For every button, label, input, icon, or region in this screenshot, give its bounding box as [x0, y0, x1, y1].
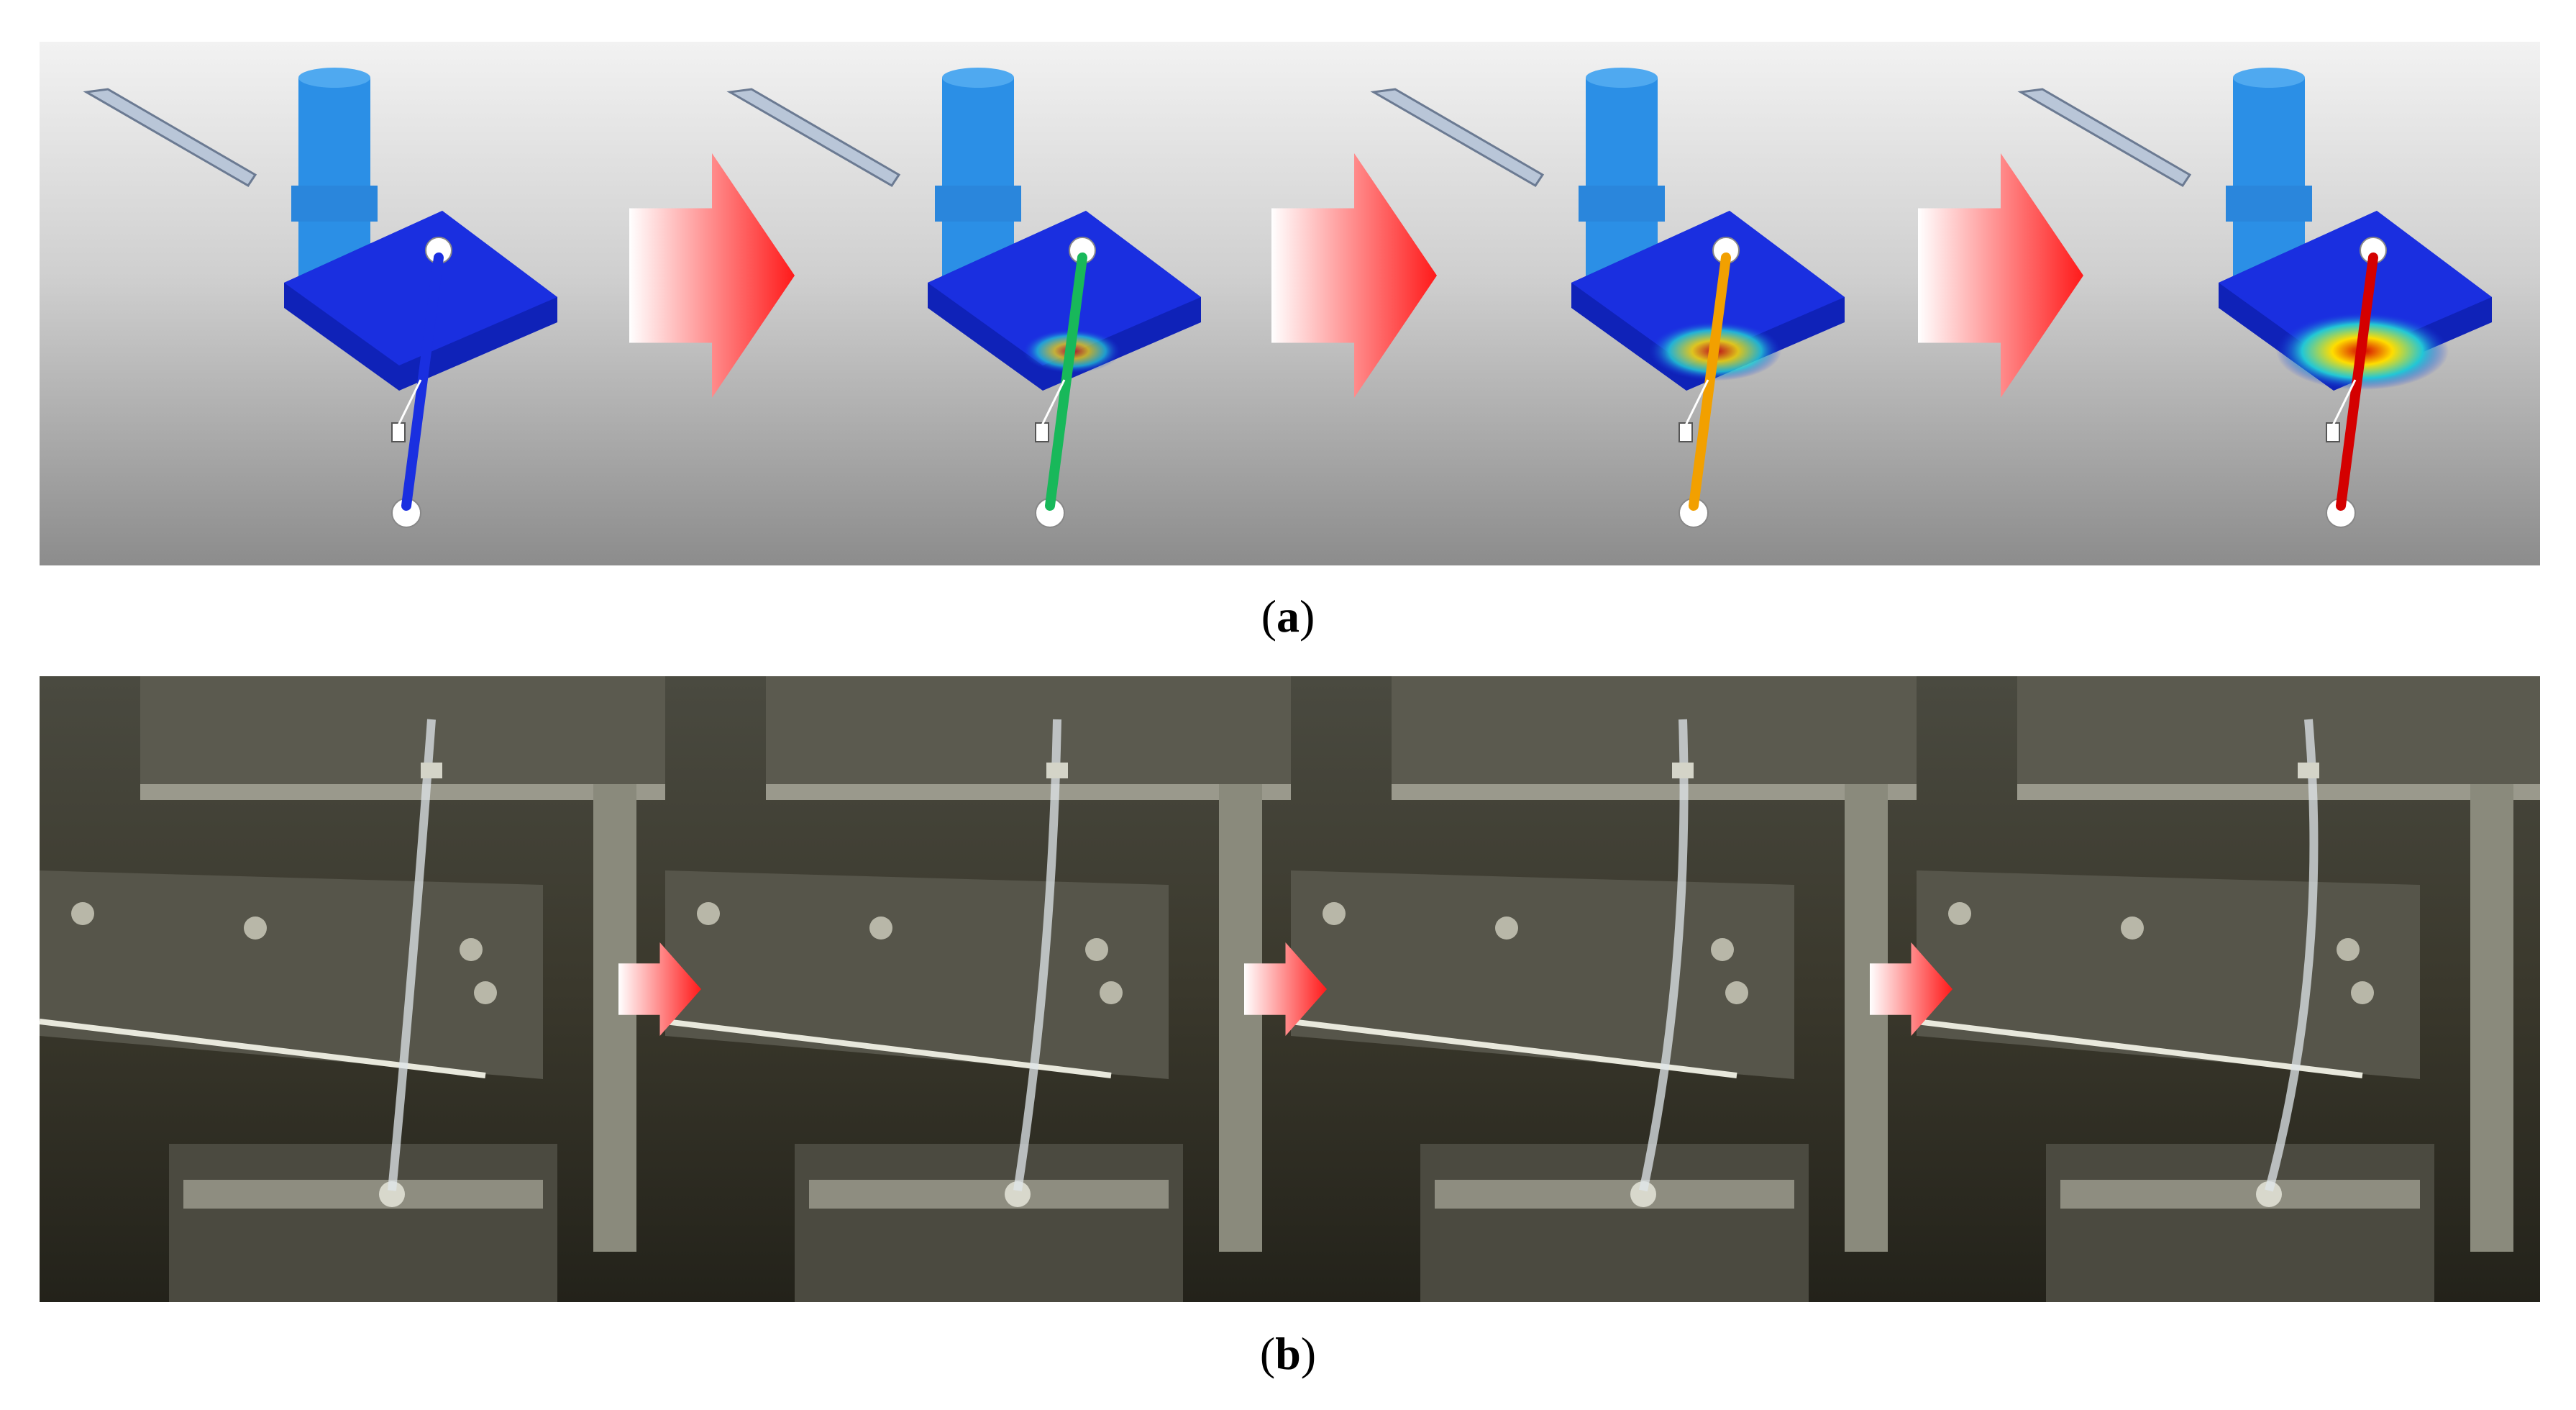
bolt — [460, 938, 483, 961]
guide-line — [1684, 379, 1709, 427]
bottom-clamp — [379, 1181, 405, 1207]
beam-edge — [2017, 784, 2540, 800]
inclined-plate — [1917, 870, 2420, 1079]
right-arrow-icon — [1271, 153, 1437, 398]
bracket — [1219, 784, 1262, 1252]
light-reflection — [1916, 1019, 2363, 1078]
photo-frame — [1290, 676, 1917, 1302]
transparent-rod — [2265, 719, 2319, 1192]
bottom-clamp — [2256, 1181, 2282, 1207]
right-arrow-icon — [1244, 942, 1327, 1036]
base-plate — [183, 1180, 543, 1209]
bolt — [244, 916, 267, 940]
bolt — [2351, 981, 2374, 1004]
bolt — [1495, 916, 1518, 940]
cylinder-collar — [935, 186, 1021, 222]
base-fixture — [1420, 1144, 1809, 1302]
simulation-sequence-panel — [40, 42, 2540, 565]
simulation-frame — [2017, 68, 2492, 528]
top-beam — [140, 676, 665, 784]
right-arrow-icon — [1870, 942, 1952, 1036]
beam-edge — [140, 784, 665, 800]
plate — [928, 211, 1201, 365]
base-fixture — [795, 1144, 1183, 1302]
base-fixture — [2046, 1144, 2434, 1302]
simulation-frames — [83, 68, 2492, 528]
rod — [1045, 253, 1087, 511]
base-plate — [1435, 1180, 1794, 1209]
bracket — [1845, 784, 1888, 1252]
bolt — [1725, 981, 1748, 1004]
cylinder-collar — [2226, 186, 2312, 222]
plate — [2219, 211, 2492, 365]
panel-a-caption: (a) — [1261, 591, 1315, 642]
base-plate — [2060, 1180, 2420, 1209]
top-beam — [2017, 676, 2540, 784]
bolt — [1948, 902, 1971, 925]
panel-a-label: a — [1276, 591, 1300, 642]
top-beam — [1392, 676, 1917, 784]
guide-line — [1040, 379, 1066, 427]
right-arrow-icon — [629, 153, 795, 398]
top-clamp — [2298, 763, 2319, 778]
base-fixture — [169, 1144, 557, 1302]
cylinder-top — [2233, 68, 2305, 88]
bolt — [1711, 938, 1734, 961]
bolt — [1100, 981, 1123, 1004]
cylinder-top — [942, 68, 1014, 88]
photo-frame — [40, 676, 665, 1302]
cylinder-top — [298, 68, 370, 88]
top-clamp — [1046, 763, 1068, 778]
simulation-frame — [1370, 68, 1845, 528]
bolt — [474, 981, 497, 1004]
plate — [284, 211, 557, 365]
bottom-clamp — [1005, 1181, 1031, 1207]
beam-edge — [1392, 784, 1917, 800]
plate — [1571, 211, 1845, 365]
cylinder-collar — [1579, 186, 1665, 222]
transparent-rod — [1013, 719, 1061, 1191]
blade — [2017, 88, 2192, 188]
guide-line — [396, 379, 422, 427]
bolt — [697, 902, 720, 925]
bolt — [869, 916, 892, 940]
blade — [1370, 88, 1545, 188]
experiment-photo-panel — [40, 676, 2540, 1302]
top-clamp — [1672, 763, 1694, 778]
bracket — [2470, 784, 2513, 1252]
bolt — [2337, 938, 2360, 961]
cylinder-top — [1586, 68, 1658, 88]
bracket — [593, 784, 636, 1252]
transparent-rod — [1639, 719, 1689, 1192]
bolt — [1085, 938, 1108, 961]
top-clamp — [421, 763, 442, 778]
rod — [2336, 253, 2378, 511]
panel-b-caption: (b) — [1259, 1328, 1317, 1379]
rod — [1689, 253, 1731, 511]
blade — [83, 88, 257, 188]
bottom-clamp — [1630, 1181, 1656, 1207]
bolt — [1323, 902, 1346, 925]
cylinder-collar — [291, 186, 378, 222]
photo-frame — [664, 676, 1291, 1302]
transparent-rod — [388, 719, 436, 1191]
photo-frame — [1916, 676, 2540, 1302]
right-arrow-icon — [618, 942, 701, 1036]
bolt — [2121, 916, 2144, 940]
panel-b-label: b — [1275, 1328, 1301, 1379]
experiment-frames — [40, 676, 2540, 1302]
guide-line — [2331, 379, 2357, 427]
beam-edge — [766, 784, 1291, 800]
bolt — [71, 902, 94, 925]
top-beam — [766, 676, 1291, 784]
right-arrow-icon — [1918, 153, 2083, 398]
simulation-frame — [83, 68, 557, 528]
light-reflection — [40, 1019, 486, 1078]
blade — [726, 88, 901, 188]
rod — [401, 253, 444, 511]
simulation-frame — [726, 68, 1201, 528]
base-plate — [809, 1180, 1169, 1209]
